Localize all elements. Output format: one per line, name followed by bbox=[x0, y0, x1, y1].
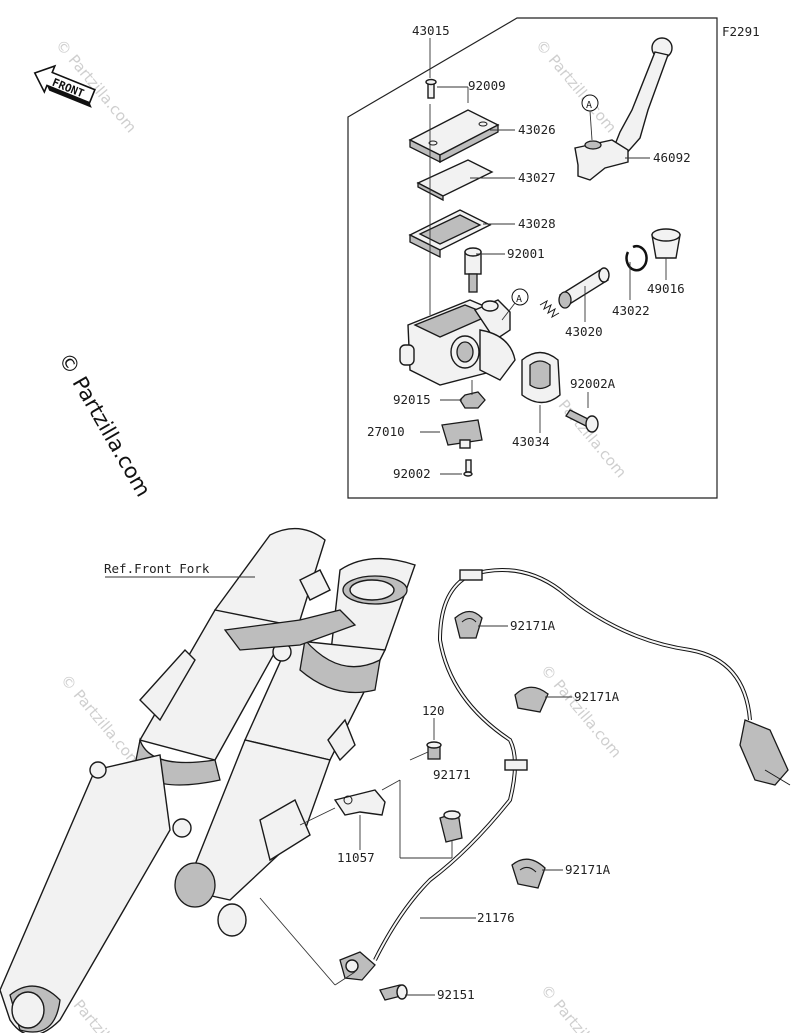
wheel-speed-sensor bbox=[339, 951, 376, 981]
clip-92171A-3 bbox=[511, 858, 546, 889]
part-label-27010: 27010 bbox=[367, 424, 405, 439]
part-label-92001: 92001 bbox=[507, 246, 545, 261]
part-label-43026: 43026 bbox=[518, 122, 556, 137]
watermark-text: © Partzilla.com bbox=[537, 661, 625, 761]
part-label-11057: 11057 bbox=[337, 850, 375, 865]
part-label-92171A-3: 92171A bbox=[565, 862, 611, 877]
piston-assembly-43020 bbox=[539, 267, 610, 319]
part-label-92151: 92151 bbox=[437, 987, 475, 1002]
part-label-92002: 92002 bbox=[393, 466, 431, 481]
watermark-text: © Partzilla.com bbox=[57, 671, 145, 771]
abs-sensor-harness-21176 bbox=[373, 568, 791, 961]
part-label-92171A-1: 92171A bbox=[510, 618, 556, 633]
part-label-43020: 43020 bbox=[565, 324, 603, 339]
circlip-43022 bbox=[625, 245, 648, 272]
part-label-21176: 21176 bbox=[477, 910, 515, 925]
callout-a-body: A bbox=[501, 288, 529, 321]
part-label-92171: 92171 bbox=[433, 767, 471, 782]
screw-92009 bbox=[425, 78, 437, 99]
watermark-text: © Partzilla.com bbox=[537, 981, 625, 1033]
callout-a-text: A bbox=[586, 100, 592, 111]
ref-front-fork-label: Ref.Front Fork bbox=[104, 561, 210, 576]
part-label-92015: 92015 bbox=[393, 392, 431, 407]
part-label-43015: 43015 bbox=[412, 23, 450, 38]
bracket-11057 bbox=[333, 789, 386, 816]
bolt-92151 bbox=[379, 984, 408, 1001]
bolt-92001 bbox=[464, 247, 482, 293]
switch-27010 bbox=[441, 419, 483, 449]
part-label-49016: 49016 bbox=[647, 281, 685, 296]
part-label-92002A: 92002A bbox=[570, 376, 616, 391]
bolt-92002A bbox=[565, 409, 599, 433]
part-label-43034: 43034 bbox=[512, 434, 550, 449]
front-fork bbox=[0, 527, 416, 1033]
callout-a-text: A bbox=[516, 294, 522, 305]
leader-lines-lower bbox=[259, 625, 572, 996]
grommet-92171 bbox=[439, 810, 463, 843]
boot-49016 bbox=[651, 228, 681, 259]
part-label-43028: 43028 bbox=[518, 216, 556, 231]
master-cylinder-body bbox=[399, 299, 516, 386]
part-label-43027: 43027 bbox=[518, 170, 556, 185]
clip-92171A-2 bbox=[514, 686, 549, 713]
part-label-120: 120 bbox=[422, 703, 445, 718]
bolt-120 bbox=[426, 741, 442, 760]
screw-92002 bbox=[463, 459, 473, 477]
leader-lines-upper bbox=[420, 38, 667, 475]
nut-92015 bbox=[459, 391, 486, 409]
part-label-46092: 46092 bbox=[653, 150, 691, 165]
part-label-92171A-2: 92171A bbox=[574, 689, 620, 704]
copyright-text: © Partzilla.com bbox=[54, 349, 156, 501]
part-label-43022: 43022 bbox=[612, 303, 650, 318]
master-cylinder-box bbox=[347, 17, 718, 499]
callout-a-lever: A bbox=[581, 94, 599, 141]
part-label-92009: 92009 bbox=[468, 78, 506, 93]
figure-code: F2291 bbox=[722, 24, 760, 39]
clip-92171A-1 bbox=[454, 610, 483, 639]
clamp-43034 bbox=[521, 351, 561, 404]
brake-lever-46092 bbox=[574, 37, 673, 181]
